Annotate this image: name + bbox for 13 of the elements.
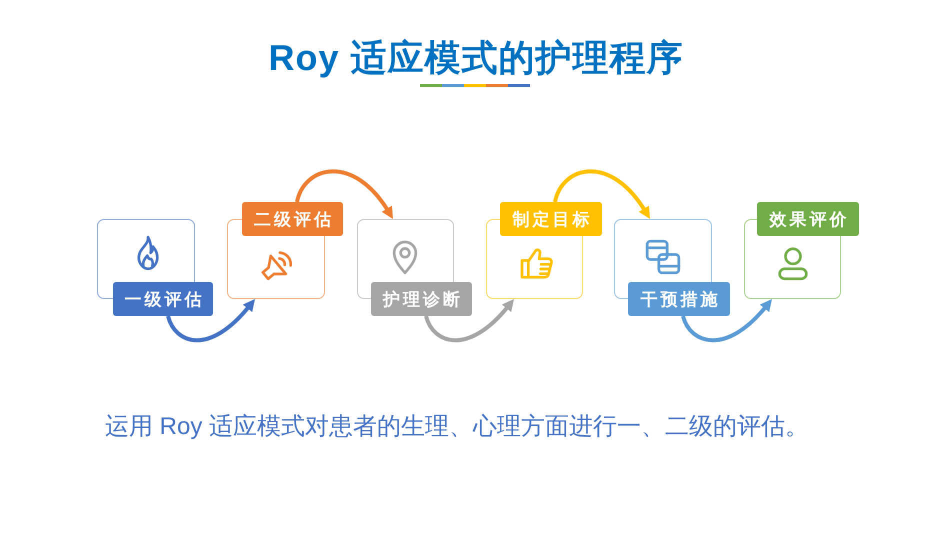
curved-arrow <box>295 169 394 219</box>
curved-arrow <box>424 299 514 342</box>
curved-arrow <box>553 169 650 219</box>
label-tag: 制定目标 <box>500 202 602 236</box>
label-tag: 干预措施 <box>628 282 730 316</box>
curved-arrow <box>166 299 256 342</box>
label-tag: 二级评估 <box>242 202 343 236</box>
label-tag: 护理诊断 <box>371 282 472 316</box>
caption: 运用 Roy 适应模式对患者的生理、心理方面进行一、二级的评估。 <box>105 413 810 442</box>
label-tag: 一级评估 <box>113 282 213 316</box>
title: Roy 适应模式的护理程序 <box>268 36 684 80</box>
curved-arrow <box>681 299 772 342</box>
label-tag: 效果评价 <box>757 202 859 236</box>
